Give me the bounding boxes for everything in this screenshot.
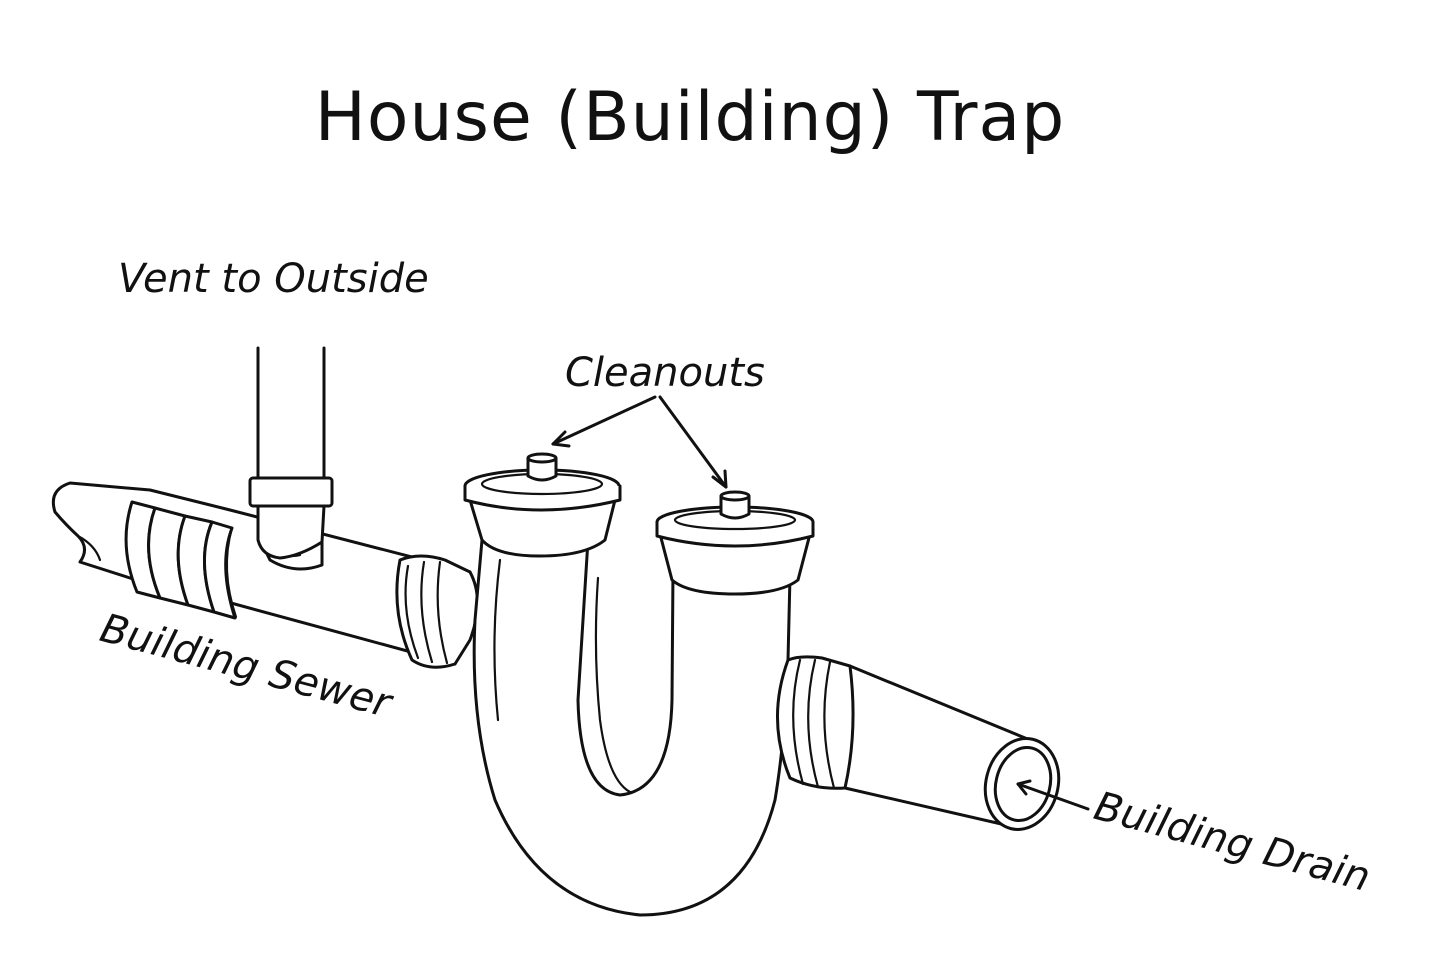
drain-label: Building Drain [1089, 783, 1374, 901]
building-drain-pipe [776, 655, 1061, 831]
trap-u-bend [463, 452, 815, 917]
drain-arrow [1016, 779, 1090, 811]
cleanouts-label: Cleanouts [565, 350, 765, 396]
vent-label: Vent to Outside [118, 256, 429, 302]
cleanouts-arrows [551, 395, 728, 489]
vent-pipe [248, 346, 334, 560]
building-sewer-pipe [51, 481, 479, 669]
diagram-title: House (Building) Trap [315, 78, 1066, 157]
